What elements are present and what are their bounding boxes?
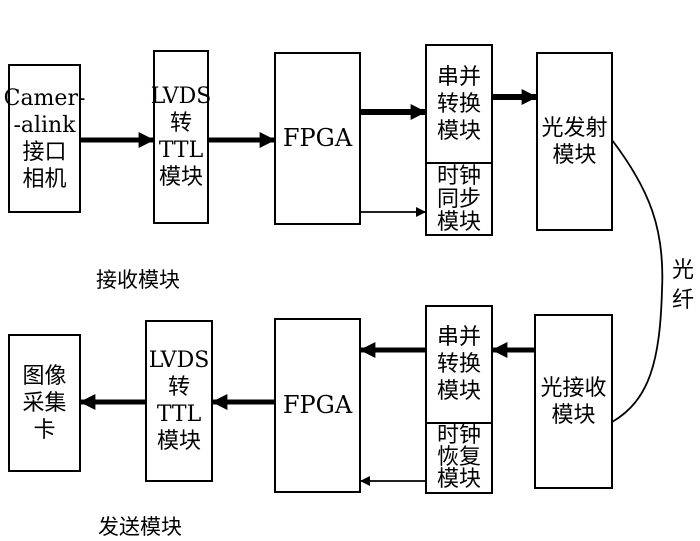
- capture-line-1: 图像: [22, 363, 67, 389]
- fpga-bottom-label: FPGA: [282, 391, 353, 419]
- image-capture-card-box: 图像 采集 卡: [8, 334, 81, 472]
- receive-module-label: 接收模块: [96, 268, 180, 292]
- serial-parallel-module-box-bottom: 串并 转换 模块: [425, 305, 493, 424]
- clock-recovery-line-1: 时钟: [436, 423, 481, 448]
- sp-bottom-line-3: 模块: [436, 379, 481, 404]
- optical-rx-line-1: 光接收: [540, 375, 607, 401]
- sp-top-line-3: 模块: [436, 118, 481, 144]
- lvds-bottom-line-3: TTL: [156, 402, 202, 427]
- optical-rx-line-2: 模块: [551, 402, 596, 428]
- clock-sync-line-1: 时钟: [436, 163, 481, 189]
- camera-link-camera-box: Camer- -alink 接口 相机: [4, 64, 85, 213]
- camera-line-2: -alink: [13, 112, 76, 138]
- optical-tx-line-1: 光发射: [541, 115, 608, 141]
- clock-recovery-line-2: 恢复: [436, 445, 481, 470]
- sp-top-line-1: 串并: [436, 64, 481, 90]
- lvds-bottom-line-1: LVDS: [148, 348, 210, 373]
- camera-line-4: 相机: [22, 166, 67, 192]
- fpga-box-top: FPGA: [274, 52, 361, 225]
- lvds-ttl-module-box-top: LVDS 转 TTL 模块: [150, 50, 212, 224]
- lvds-top-line-2: 转: [169, 111, 192, 136]
- lvds-ttl-module-box-bottom: LVDS 转 TTL 模块: [145, 320, 213, 482]
- capture-line-3: 卡: [33, 417, 56, 443]
- capture-line-2: 采集: [22, 390, 67, 416]
- lvds-top-line-4: 模块: [158, 165, 203, 190]
- send-module-label: 发送模块: [98, 515, 182, 539]
- sp-bottom-line-2: 转换: [436, 352, 481, 377]
- clock-recovery-module-box: 时钟 恢复 模块: [425, 422, 493, 494]
- optical-tx-line-2: 模块: [552, 142, 597, 168]
- clock-sync-module-box: 时钟 同步 模块: [425, 162, 493, 236]
- lvds-top-line-1: LVDS: [150, 84, 212, 109]
- clock-sync-line-3: 模块: [436, 209, 481, 235]
- lvds-bottom-line-2: 转: [167, 375, 190, 400]
- serial-parallel-module-box-top: 串并 转换 模块: [425, 44, 493, 164]
- optical-receive-module-box: 光接收 模块: [534, 314, 613, 489]
- lvds-bottom-line-4: 模块: [156, 429, 201, 454]
- fiber-label-char-2: 纤: [671, 288, 694, 313]
- lvds-top-line-3: TTL: [158, 138, 204, 163]
- clock-sync-line-2: 同步: [436, 186, 481, 212]
- clock-recovery-line-3: 模块: [436, 467, 481, 492]
- fpga-box-bottom: FPGA: [274, 318, 361, 493]
- optical-transmit-module-box: 光发射 模块: [536, 52, 613, 231]
- camera-line-3: 接口: [22, 139, 67, 165]
- sp-bottom-line-1: 串并: [436, 325, 481, 350]
- optical-fiber-label: 光 纤: [670, 256, 696, 316]
- camera-line-1: Camer-: [3, 85, 86, 111]
- optical-fiber-curve: [611, 139, 664, 423]
- fiber-label-char-1: 光: [671, 258, 694, 283]
- fpga-top-label: FPGA: [282, 124, 353, 152]
- sp-top-line-2: 转换: [436, 91, 481, 117]
